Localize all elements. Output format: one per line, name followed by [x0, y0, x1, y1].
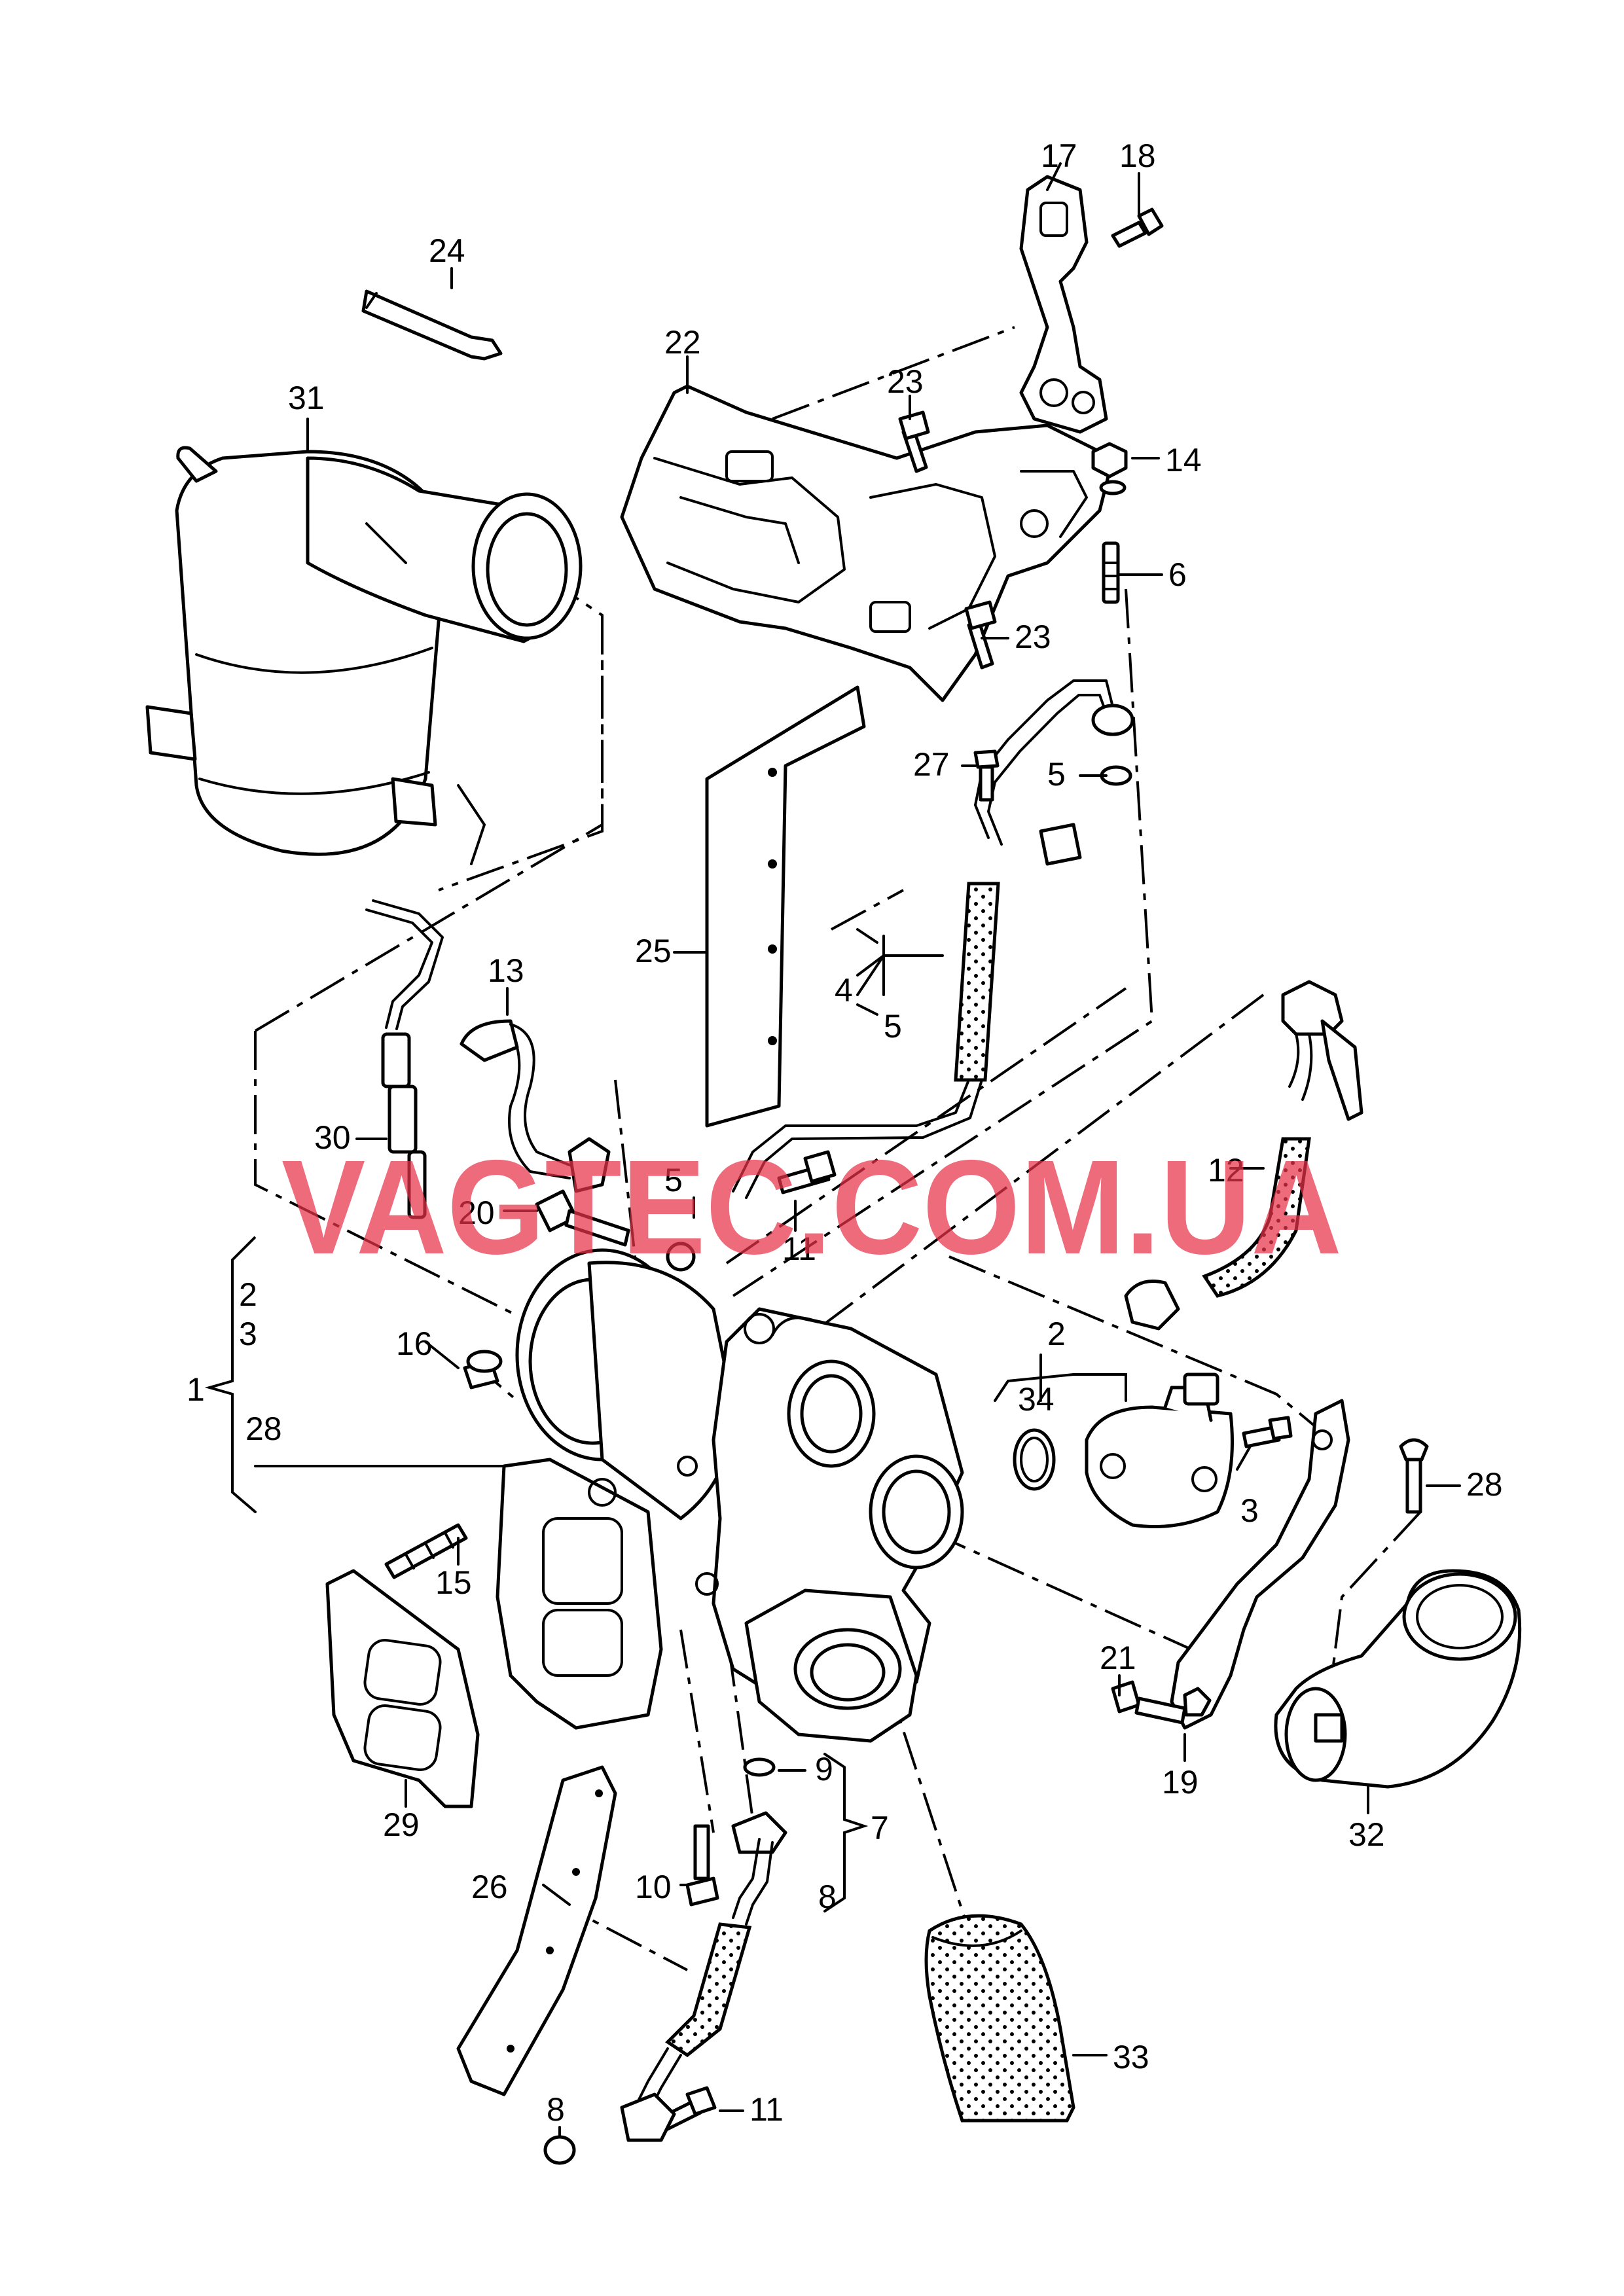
callout-3: 3: [239, 1316, 257, 1352]
bolt-21: [1111, 1680, 1187, 1725]
gasket-29: [325, 1569, 480, 1808]
callout-14: 14: [1165, 442, 1202, 478]
assembly-lines: [254, 326, 1422, 1971]
callout-1: 1: [187, 1371, 205, 1408]
callout-20: 20: [458, 1194, 495, 1231]
callout-23: 23: [1015, 619, 1051, 655]
plug-16: [463, 1350, 503, 1390]
callout-33: 33: [1113, 2039, 1149, 2075]
callout-2: 2: [239, 1276, 257, 1313]
washer-5c: [666, 1242, 696, 1272]
callout-19: 19: [1162, 1764, 1199, 1801]
callout-16: 16: [396, 1325, 433, 1362]
callout-5: 5: [884, 1008, 902, 1045]
seal-9: [743, 1757, 776, 1777]
callout-5: 5: [664, 1162, 683, 1198]
leader-lines: [204, 162, 1461, 2138]
callout-18: 18: [1119, 137, 1156, 174]
callout-2: 2: [1047, 1316, 1066, 1352]
wastegate-actuator: [1085, 1372, 1234, 1528]
callout-15: 15: [435, 1564, 472, 1601]
callout-4: 4: [835, 972, 853, 1009]
bracket-19: [1170, 1399, 1350, 1730]
sealing-paste-tube: [361, 289, 503, 361]
charge-air-hose: [924, 1914, 1075, 2123]
callout-10: 10: [635, 1869, 672, 1905]
callout-12: 12: [1208, 1152, 1244, 1189]
bolt-23a: [898, 410, 930, 473]
callout-9: 9: [815, 1751, 833, 1787]
callout-8: 8: [547, 2091, 565, 2128]
callout-24: 24: [429, 232, 465, 269]
bolt-20: [535, 1189, 630, 1247]
stud-15: [384, 1523, 468, 1579]
callout-27: 27: [913, 746, 950, 783]
callout-34: 34: [1018, 1381, 1055, 1418]
turbocharger: [496, 1248, 964, 1743]
callout-29: 29: [383, 1806, 420, 1843]
callout-25: 25: [635, 933, 672, 969]
callout-17: 17: [1041, 137, 1077, 174]
callout-26: 26: [471, 1869, 508, 1905]
charge-air-elbow: [1274, 1569, 1522, 1789]
oxygen-sensor: [365, 899, 444, 1219]
callout-6: 6: [1168, 556, 1187, 593]
bolt-23b: [964, 600, 997, 670]
callout-labels: 1 2 3 28 2 34 3 4 5 5 5 6 7 8 8 9 10 11 …: [187, 137, 1503, 2128]
callout-23: 23: [887, 363, 924, 400]
o-ring-34: [1013, 1428, 1056, 1491]
heat-shield-plate: [705, 685, 866, 1128]
watermark-text: VAGTEC.COM.UA: [281, 1132, 1342, 1282]
callout-30: 30: [314, 1119, 351, 1156]
bolt-11a: [777, 1150, 837, 1194]
callout-21: 21: [1100, 1640, 1136, 1676]
callout-28: 28: [245, 1410, 282, 1447]
callout-28: 28: [1466, 1466, 1503, 1503]
callout-13: 13: [488, 952, 524, 989]
bracket-upper: [1019, 175, 1108, 434]
bolt-3: [1242, 1416, 1293, 1448]
bolt-10: [685, 1824, 719, 1907]
callout-22: 22: [664, 324, 701, 361]
callout-5: 5: [1047, 756, 1066, 793]
heat-shield-upper: [620, 384, 1115, 702]
bolt-18: [1111, 207, 1164, 248]
callout-8: 8: [818, 1878, 837, 1915]
nut-14: [1091, 442, 1128, 495]
seal-8: [543, 2135, 576, 2165]
coolant-pipe-13: [460, 1019, 611, 1193]
callout-31: 31: [288, 380, 325, 416]
callout-32: 32: [1348, 1816, 1385, 1853]
bolt-27: [973, 749, 1000, 802]
callout-7: 7: [871, 1810, 889, 1846]
oil-supply-line-upper: [732, 679, 1134, 1199]
callout-11: 11: [749, 2091, 784, 2128]
heat-shield-lower: [456, 1765, 617, 2096]
callout-3: 3: [1240, 1492, 1259, 1529]
particulate-filter: [145, 446, 583, 865]
oil-return-line: [620, 1811, 787, 2142]
coolant-return-hose: [1124, 980, 1363, 1331]
stud-6: [1102, 541, 1120, 604]
bolt-28: [1399, 1438, 1429, 1514]
callout-11: 11: [782, 1230, 816, 1267]
